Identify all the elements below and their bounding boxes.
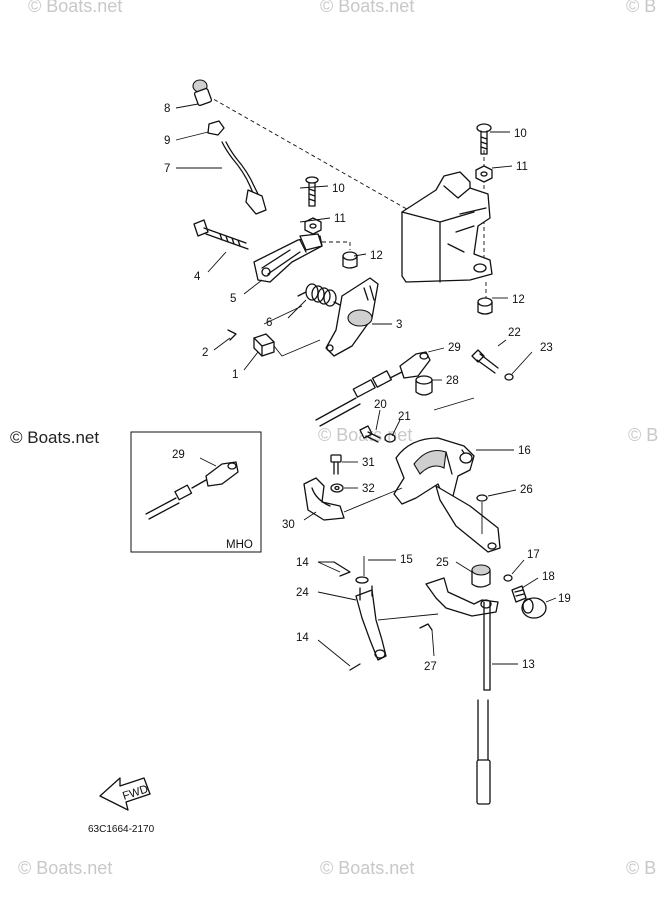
part-12-collar xyxy=(342,251,358,269)
callout-13: 13 xyxy=(522,659,535,671)
callout-16: 16 xyxy=(518,445,531,457)
watermark-top-center: © Boats.net xyxy=(320,0,414,16)
throttle-housing xyxy=(401,171,493,283)
callout-29: 29 xyxy=(448,342,461,354)
callout-3: 3 xyxy=(396,319,402,331)
watermark-bottom-center: © Boats.net xyxy=(320,858,414,878)
callout-12: 12 xyxy=(370,250,383,262)
part-17-washer xyxy=(503,574,513,582)
callout-22: 22 xyxy=(508,327,521,339)
callout-14: 14 xyxy=(296,632,309,644)
watermark-bottom-left: © Boats.net xyxy=(18,858,112,878)
callout-10: 10 xyxy=(332,183,345,195)
part-27-pin xyxy=(419,623,433,631)
callout-4: 4 xyxy=(194,271,201,283)
watermark-mid-right: © B xyxy=(628,425,658,445)
part-12-collar xyxy=(477,297,493,315)
part-25-collar xyxy=(471,564,491,588)
part-23-washer xyxy=(504,373,514,381)
part-9-nut xyxy=(207,120,225,136)
callout-7: 7 xyxy=(164,163,170,175)
callout-2: 2 xyxy=(202,347,208,359)
part-1-link xyxy=(273,339,321,357)
part-10-bolt xyxy=(305,176,319,207)
fwd-arrow-icon: FWD xyxy=(99,777,151,811)
part-14-lower-pin xyxy=(349,663,361,671)
part-24-shift-arm xyxy=(355,585,387,661)
watermark-top-right: © B xyxy=(626,0,656,16)
part-6-spring xyxy=(297,283,343,307)
part-24-link xyxy=(377,613,439,621)
callout-31: 31 xyxy=(362,457,375,469)
part-15-washer xyxy=(355,576,369,584)
callout-15: 15 xyxy=(400,554,413,566)
callout-8: 8 xyxy=(164,103,170,115)
part-3-lever xyxy=(325,277,379,357)
callout-20: 20 xyxy=(374,399,387,411)
part-10-bolt xyxy=(476,123,492,155)
callout-18: 18 xyxy=(542,571,555,583)
callout-23: 23 xyxy=(540,342,553,354)
callout-1: 1 xyxy=(232,369,238,381)
callout-14: 14 xyxy=(296,557,309,569)
callout-leaders xyxy=(175,103,557,667)
part-28-link xyxy=(433,397,475,411)
callout-11: 11 xyxy=(334,213,346,225)
part-6-link xyxy=(263,305,303,325)
drawing-code: 63C1664-2170 xyxy=(88,824,155,835)
part-31-bolt xyxy=(330,454,342,475)
part-2-clip xyxy=(227,329,237,341)
part-13-shift-rod xyxy=(476,601,491,805)
watermark-bottom-right: © B xyxy=(626,858,656,878)
part-32-washer xyxy=(330,483,344,493)
part-5-bracket xyxy=(253,233,323,283)
part-7-throttle-rod xyxy=(221,141,267,215)
callout-12: 12 xyxy=(512,294,525,306)
part-19-cap xyxy=(521,597,547,619)
callout-5: 5 xyxy=(230,293,236,305)
callout-9: 9 xyxy=(164,135,170,147)
part-11-nut xyxy=(304,217,322,235)
callout-28: 28 xyxy=(446,375,459,387)
part-20-bolt xyxy=(359,425,381,443)
part-1-clamp-block xyxy=(253,333,275,357)
callout-27: 27 xyxy=(424,661,437,673)
part-14-pin xyxy=(333,561,351,577)
callout-21: 21 xyxy=(398,411,411,423)
callout-26: 26 xyxy=(520,484,533,496)
mho-inset-box xyxy=(130,431,262,553)
callout-numbers: 8 9 7 10 10 11 11 12 12 4 5 6 3 2 1 22 2… xyxy=(164,103,571,673)
callout-17: 17 xyxy=(527,549,540,561)
part-16-shift-bracket xyxy=(393,437,501,553)
shift-cable xyxy=(315,370,403,427)
callout-25: 25 xyxy=(436,557,449,569)
shift-plate xyxy=(425,577,499,617)
part-28-collar xyxy=(415,375,433,396)
callout-19: 19 xyxy=(558,593,571,605)
part-29-cable-joint xyxy=(399,351,431,379)
watermark-top-left: © Boats.net xyxy=(28,0,122,16)
callout-11: 11 xyxy=(516,161,528,173)
part-30-link xyxy=(343,487,403,513)
part-21-washer xyxy=(384,433,396,443)
part-26-washer xyxy=(476,494,488,502)
dashed-alignment-line xyxy=(322,241,351,250)
callout-29: 29 xyxy=(172,449,185,461)
callout-30: 30 xyxy=(282,519,295,531)
part-22-bolt xyxy=(471,349,499,374)
callout-32: 32 xyxy=(362,483,375,495)
part-32-hole xyxy=(334,485,340,491)
part-4-bolt xyxy=(193,219,249,250)
callout-10: 10 xyxy=(514,128,527,140)
part-8-ball-joint xyxy=(192,79,213,107)
callout-6: 6 xyxy=(266,317,272,329)
inset-cable-assembly xyxy=(145,461,239,520)
part-11-nut xyxy=(475,165,493,183)
watermark-mid-left: © Boats.net xyxy=(10,428,99,447)
part-18-spring-bolt xyxy=(511,585,527,603)
callout-24: 24 xyxy=(296,587,309,599)
mho-inset-label: MHO xyxy=(226,539,253,551)
